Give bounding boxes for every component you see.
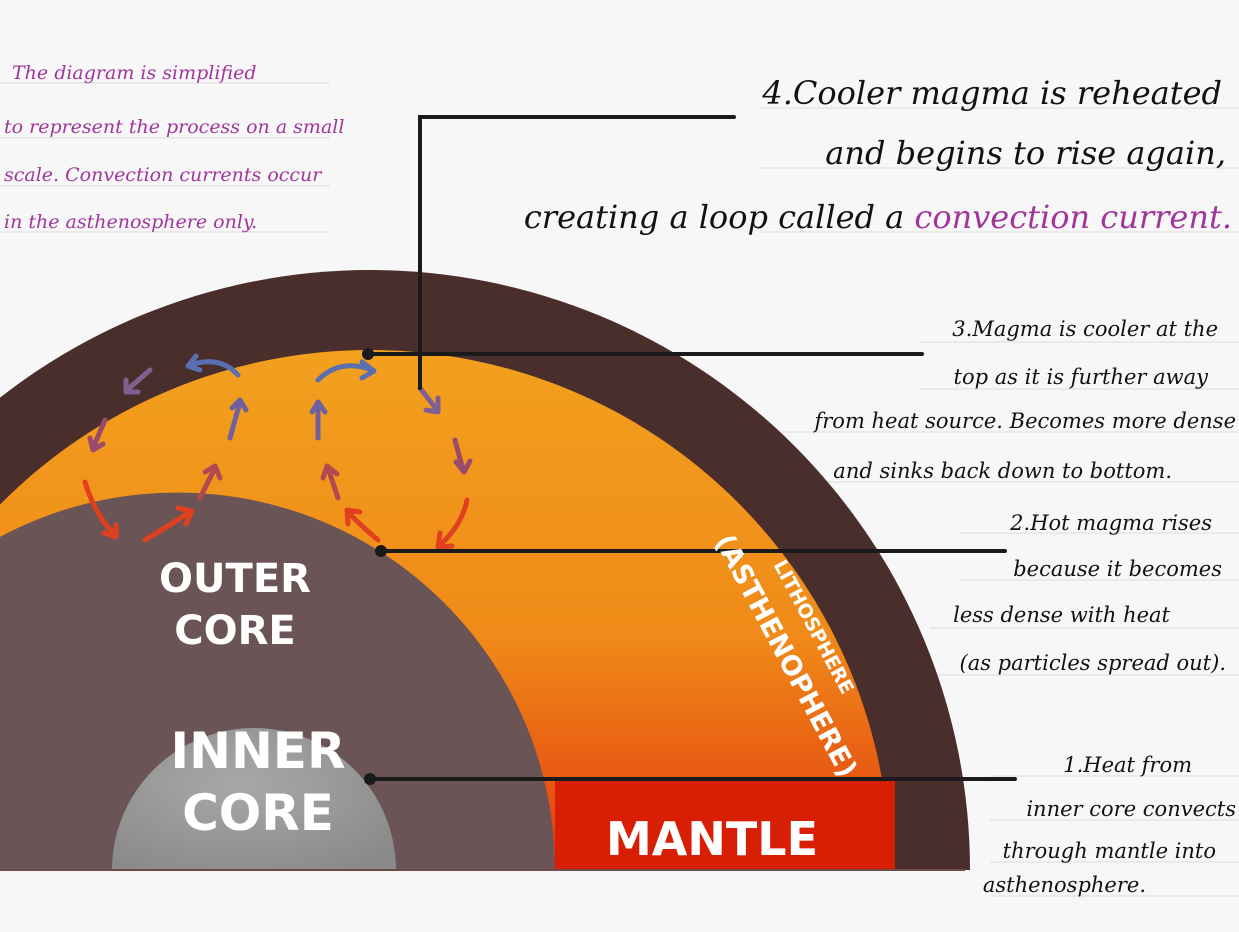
arrow-head-9: [320, 463, 340, 481]
step4-line-3: creating a loop called a convection curr…: [524, 198, 1232, 236]
note-line-3: scale. Convection currents occur: [4, 164, 323, 186]
inner-core: [112, 728, 396, 870]
mantle-label: MANTLE: [606, 812, 818, 866]
step3-caption: 3.Magma is cooler at the top as it is fu…: [812, 317, 1236, 483]
pointer-lines: [366, 115, 1017, 781]
outer-core-label-1: OUTER: [159, 556, 311, 602]
step2-caption: 2.Hot magma rises because it becomes les…: [953, 511, 1226, 675]
arrow-rise-3: [227, 399, 243, 441]
arrow-head-11: [359, 359, 377, 381]
simplification-note: The diagram is simplified to represent t…: [4, 62, 344, 233]
arrow-head-6: [87, 435, 106, 453]
dot-step3: [362, 348, 374, 360]
arrow-head-8: [344, 507, 363, 527]
arrow-head-14: [435, 530, 455, 550]
step1-line-4: asthenosphere.: [983, 873, 1146, 897]
arrow-head-12: [423, 395, 441, 415]
convection-arrows: [82, 353, 473, 550]
step4-line-3-prefix: creating a loop called a: [524, 198, 915, 236]
arrow-sink-1: [124, 367, 153, 393]
step2-line-2: because it becomes: [1013, 557, 1222, 581]
arrow-head-3: [229, 397, 249, 413]
step1-line-1: 1.Heat from: [1063, 753, 1192, 777]
arrow-sink-6: [437, 497, 470, 548]
pointer-step4: [418, 115, 736, 390]
pointer-dots: [362, 348, 387, 785]
arrow-sink-2: [90, 417, 108, 451]
note-line-4: in the asthenosphere only.: [4, 211, 257, 233]
step2-line-4: (as particles spread out).: [960, 651, 1226, 675]
step4-caption: 4.Cooler magma is reheated and begins to…: [524, 74, 1232, 236]
inner-core-label-2: CORE: [182, 784, 334, 842]
step2-line-3: less dense with heat: [953, 603, 1170, 627]
note-line-2: to represent the process on a small: [4, 116, 344, 138]
arrow-rise-1: [142, 509, 193, 543]
arrow-head-4: [185, 353, 203, 373]
arrow-rise-2: [197, 465, 218, 501]
dot-step1: [364, 773, 376, 785]
convection-current-highlight: convection current.: [914, 198, 1232, 236]
mantle-layer: [555, 780, 895, 870]
arrow-head-10: [309, 399, 328, 415]
step1-caption: 1.Heat from inner core convects through …: [983, 753, 1236, 897]
step3-line-4: and sinks back down to bottom.: [833, 459, 1172, 483]
arrow-sink-5: [452, 437, 466, 473]
arrow-sink-3: [82, 479, 118, 538]
earth-cross-section: [0, 270, 970, 870]
step1-line-2: inner core convects: [1026, 797, 1236, 821]
outer-core: [0, 492, 555, 870]
arrow-top-1: [187, 359, 241, 378]
inner-core-label-1: INNER: [171, 722, 346, 780]
arrow-rise-4: [345, 509, 381, 543]
arrow-rise-5: [325, 465, 341, 501]
step4-line-1: 4.Cooler magma is reheated: [761, 74, 1222, 112]
note-line-1: The diagram is simplified: [12, 62, 257, 84]
arrow-head-5: [123, 377, 141, 395]
ruled-lines: [0, 82, 1239, 897]
arrow-head-1: [175, 505, 195, 527]
step4-line-2: and begins to rise again,: [825, 134, 1226, 172]
outer-core-label-2: CORE: [174, 608, 295, 654]
step3-line-3: from heat source. Becomes more dense: [812, 409, 1236, 433]
arrow-head-7: [101, 522, 119, 540]
arrow-head-2: [202, 463, 223, 481]
step3-line-2: top as it is further away: [954, 365, 1210, 389]
arrow-head-13: [453, 458, 473, 475]
step2-line-1: 2.Hot magma rises: [1009, 511, 1212, 535]
step1-line-3: through mantle into: [1003, 839, 1216, 863]
dot-step2: [375, 545, 387, 557]
arrow-sink-4: [417, 385, 440, 413]
step3-line-1: 3.Magma is cooler at the: [952, 317, 1218, 341]
